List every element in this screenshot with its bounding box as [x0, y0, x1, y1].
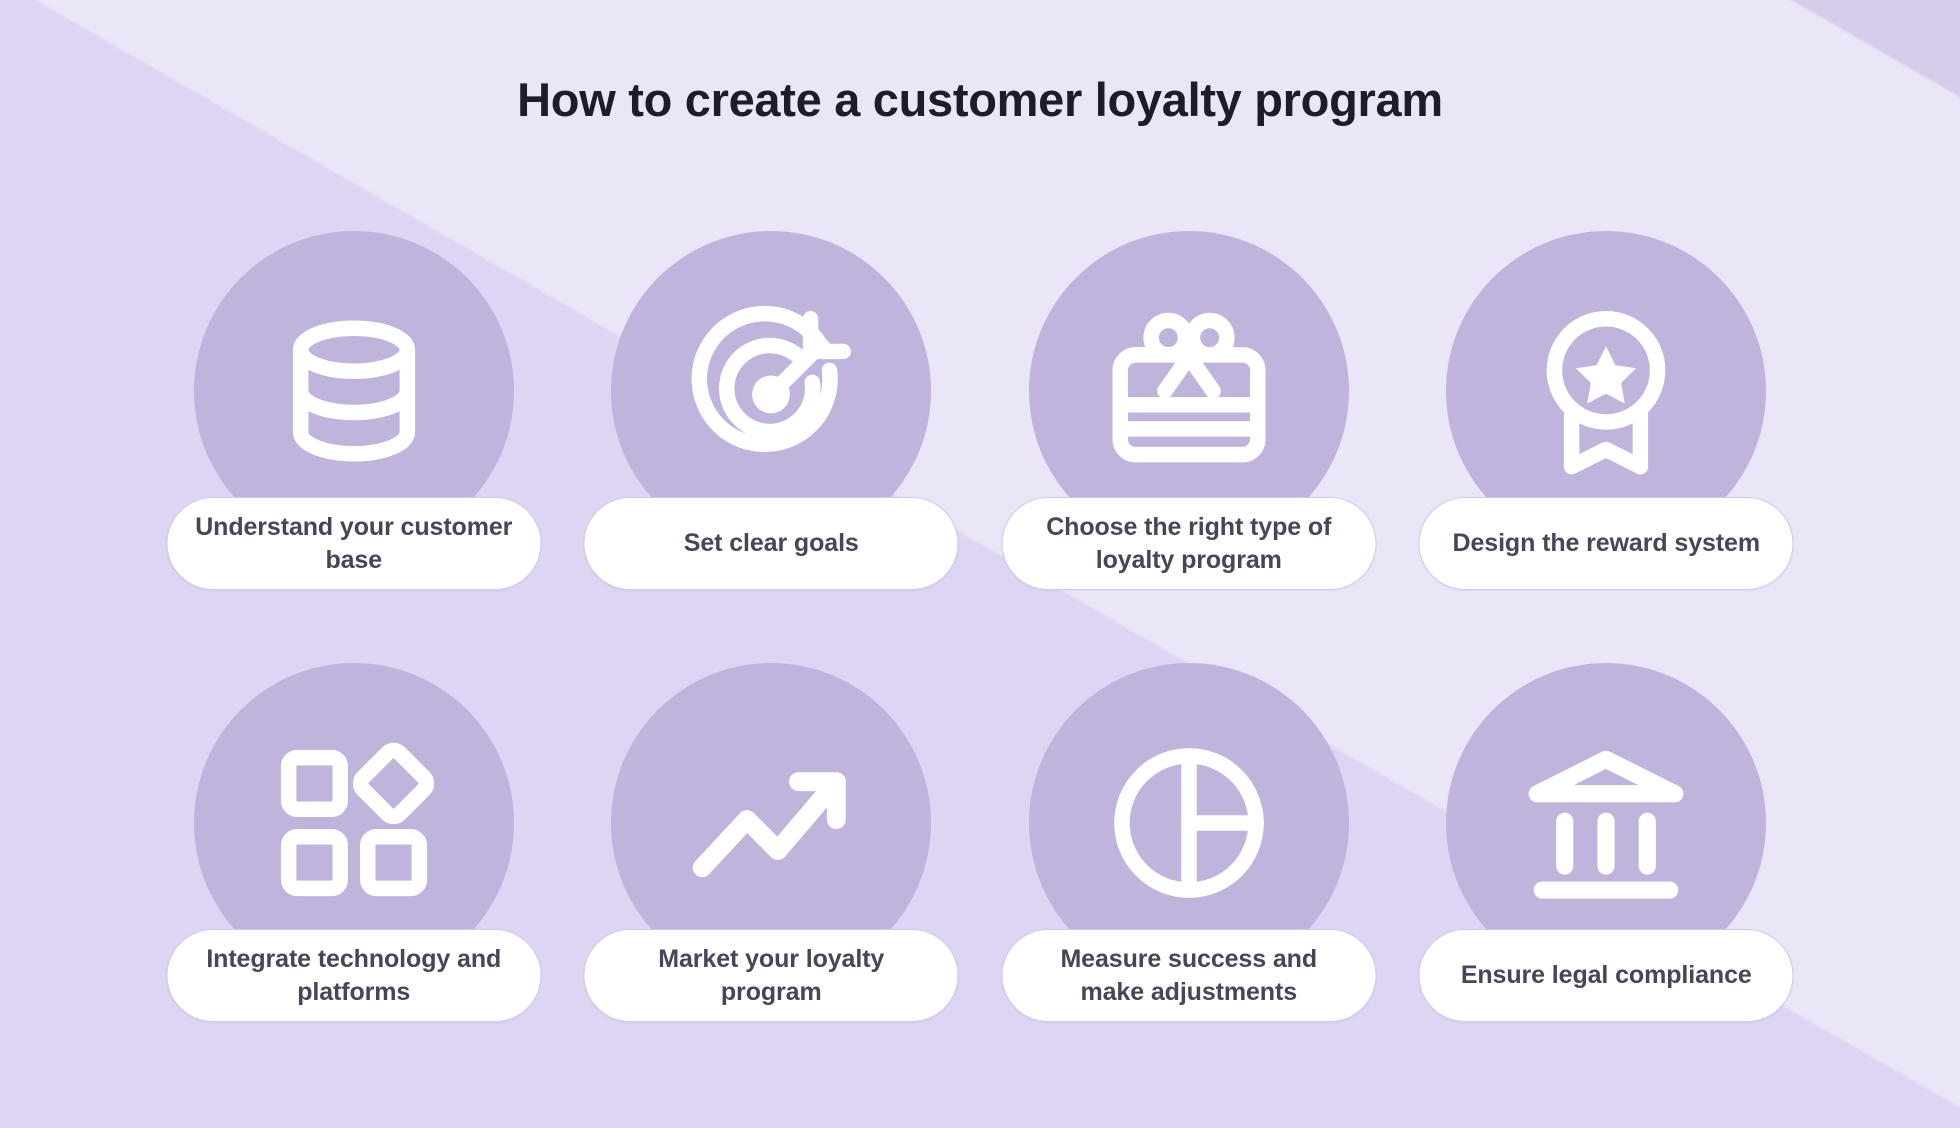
- step-label: Measure success and make adjustments: [1060, 945, 1318, 1006]
- step-label: Integrate technology and platforms: [206, 945, 502, 1006]
- step-label: Ensure legal compliance: [1460, 961, 1752, 990]
- step-label-pill[interactable]: Understand your customer base: [166, 497, 542, 590]
- database-icon: [268, 305, 440, 477]
- step-card-design-reward-system[interactable]: Design the reward system: [1408, 205, 1806, 637]
- gift-card-icon: [1103, 305, 1275, 477]
- step-card-understand-customer-base[interactable]: Understand your customer base: [155, 205, 553, 637]
- page-title: How to create a customer loyalty program: [517, 73, 1443, 126]
- steps-grid: Understand your customer base: [155, 205, 1805, 1069]
- step-card-measure-success[interactable]: Measure success and make adjustments: [990, 637, 1388, 1069]
- step-label-pill[interactable]: Ensure legal compliance: [1418, 929, 1794, 1022]
- step-card-integrate-technology[interactable]: Integrate technology and platforms: [155, 637, 553, 1069]
- pie-chart-icon: [1103, 737, 1275, 909]
- step-label: Market your loyalty program: [658, 945, 885, 1006]
- target-dart-icon: [685, 305, 857, 477]
- step-card-set-clear-goals[interactable]: Set clear goals: [573, 205, 971, 637]
- step-label-pill[interactable]: Choose the right type of loyalty program: [1001, 497, 1377, 590]
- step-label-pill[interactable]: Measure success and make adjustments: [1001, 929, 1377, 1022]
- step-label-pill[interactable]: Design the reward system: [1418, 497, 1794, 590]
- step-label-pill[interactable]: Set clear goals: [583, 497, 959, 590]
- bank-institution-icon: [1520, 737, 1692, 909]
- step-label: Design the reward system: [1452, 529, 1761, 558]
- step-label: Understand your customer base: [195, 513, 513, 574]
- step-card-market-loyalty-program[interactable]: Market your loyalty program: [573, 637, 971, 1069]
- trending-up-arrow-icon: [685, 737, 857, 909]
- step-card-choose-loyalty-type[interactable]: Choose the right type of loyalty program: [990, 205, 1388, 637]
- award-badge-icon: [1520, 305, 1692, 477]
- shapes-blocks-icon: [268, 737, 440, 909]
- step-label-pill[interactable]: Market your loyalty program: [583, 929, 959, 1022]
- step-label: Set clear goals: [683, 529, 859, 558]
- step-card-ensure-legal-compliance[interactable]: Ensure legal compliance: [1408, 637, 1806, 1069]
- step-label: Choose the right type of loyalty program: [1046, 513, 1332, 574]
- step-label-pill[interactable]: Integrate technology and platforms: [166, 929, 542, 1022]
